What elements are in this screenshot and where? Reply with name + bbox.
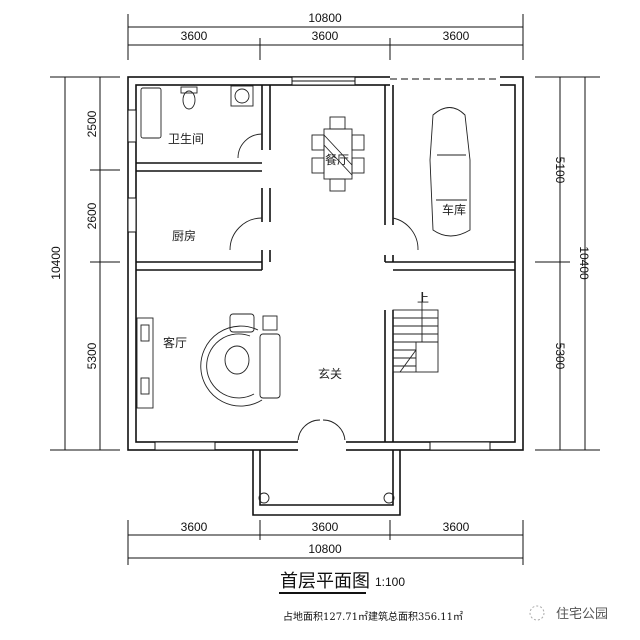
plan-title: 首层平面图	[280, 571, 370, 592]
stair-up-label: 上	[417, 291, 429, 305]
dim-left-1: 2500	[85, 110, 99, 137]
room-label-kitchen: 厨房	[172, 228, 196, 243]
room-label-garage: 车库	[442, 202, 466, 217]
dim-top-2: 3600	[312, 29, 339, 43]
dim-bottom-3: 3600	[443, 520, 470, 534]
dim-top-1: 3600	[181, 29, 208, 43]
room-label-foyer: 玄关	[318, 366, 342, 381]
walls	[127, 75, 524, 516]
dim-bottom-2: 3600	[312, 520, 339, 534]
tv-cabinet	[136, 317, 154, 409]
toilet	[182, 90, 196, 110]
right-dimensions: 5100 5300 10400	[535, 76, 600, 451]
dim-right-1: 5100	[553, 157, 567, 184]
left-dimensions: 10400 2500 2600 5300	[49, 76, 120, 451]
plan-scale: 1:100	[375, 575, 405, 589]
sink	[234, 88, 250, 104]
room-label-living: 客厅	[163, 335, 187, 350]
room-label-dining: 餐厅	[325, 152, 349, 167]
wechat-icon	[529, 605, 545, 621]
top-dimensions: 10800 3600 3600 3600	[127, 11, 524, 60]
staircase	[392, 292, 439, 373]
coffee-table	[224, 345, 250, 375]
dim-bottom-total: 10800	[308, 542, 342, 556]
watermark-text: 住宅公园	[556, 607, 608, 622]
room-label-bathroom: 卫生间	[168, 132, 204, 146]
watermark: 住宅公园	[529, 605, 608, 622]
area-note: 占地面积127.71㎡建筑总面积356.11㎡	[283, 610, 463, 623]
dim-bottom-1: 3600	[181, 520, 208, 534]
dim-left-3: 5300	[85, 342, 99, 369]
bathtub	[140, 87, 162, 139]
dim-top-total: 10800	[308, 11, 342, 25]
dim-top-3: 3600	[443, 29, 470, 43]
furniture	[136, 85, 471, 409]
dim-left-total: 10400	[49, 246, 63, 280]
dim-left-2: 2600	[85, 202, 99, 229]
dim-right-total: 10400	[577, 246, 591, 280]
car	[429, 107, 471, 237]
sofa	[200, 325, 263, 407]
bottom-dimensions: 3600 3600 3600 10800	[127, 520, 524, 565]
dim-right-2: 5300	[553, 343, 567, 370]
